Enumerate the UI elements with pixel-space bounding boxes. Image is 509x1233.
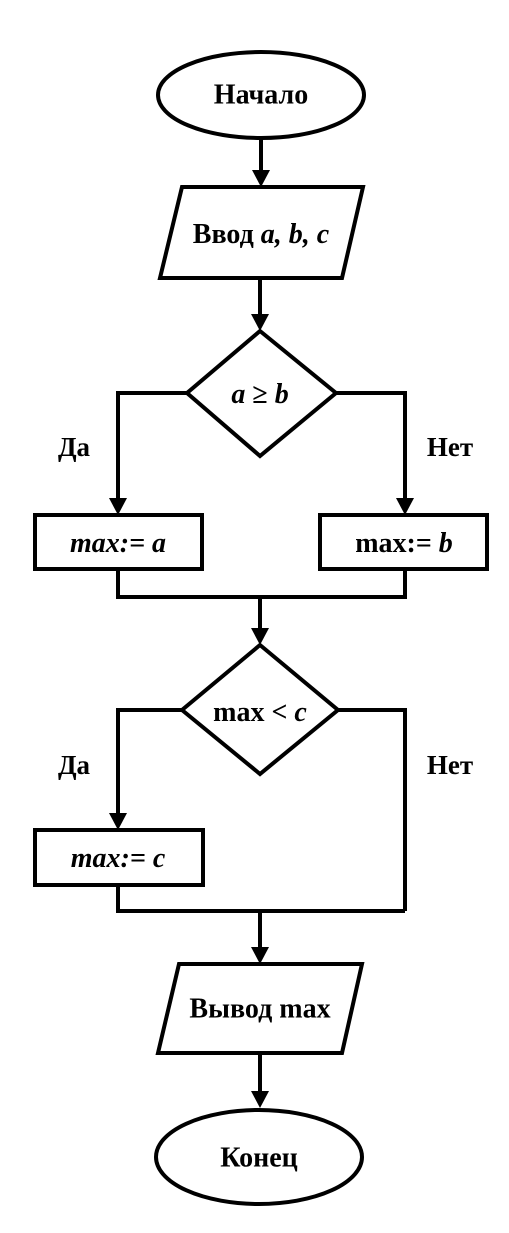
connector-cond1-yes [116,391,187,500]
connector-cond2-yes [116,708,182,815]
input-vars: a, b, c [261,219,330,250]
connector-merge2 [116,885,405,913]
assign-a-rhs: a [152,528,166,559]
assign-c-rhs: c [153,843,166,874]
output-text: Вывод max [189,994,330,1025]
decision-a-ge-b: a ≥ b [183,328,340,459]
assign-c-text: max:= c [71,843,166,874]
start-text: Начало [214,80,308,111]
end-terminal: Конец [154,1108,364,1206]
cond1-text: a ≥ b [231,379,288,410]
input-prefix: Ввод [193,219,261,250]
arrowhead [109,498,127,515]
connector-cond2-no [338,708,407,911]
assign-a-lhs: max:= [70,528,152,559]
input-parallelogram: Ввод a, b, c [157,185,366,280]
cond2-lhs: max < [213,697,294,728]
process-max-b: max:= b [318,513,489,571]
arrowhead [252,170,270,187]
output-parallelogram: Вывод max [155,962,365,1055]
connector-merge1 [116,569,407,599]
cond1-lhs: a [231,379,245,410]
cond1-yes-label: Да [58,432,91,462]
cond2-text: max < c [213,697,307,728]
decision-max-lt-c: max < c [178,642,342,777]
cond1-op: ≥ [245,379,274,410]
cond2-yes-label: Да [58,750,91,780]
arrowhead [251,947,269,964]
arrowhead [396,498,414,515]
cond2-no-label: Нет [427,750,473,780]
assign-a-text: max:= a [70,528,166,559]
process-max-a: max:= a [33,513,204,571]
cond1-no-label: Нет [427,432,473,462]
arrowhead [109,813,127,830]
process-max-c: max:= c [33,828,205,887]
assign-b-rhs: b [439,528,453,559]
cond2-rhs: c [294,697,307,728]
cond1-rhs: b [275,379,289,410]
connector-cond1-no [336,391,407,500]
assign-b-text: max:= b [355,528,453,559]
end-text: Конец [220,1143,298,1174]
assign-b-lhs: max:= [355,528,439,559]
connectors [109,138,414,1108]
assign-c-lhs: max:= [71,843,153,874]
start-terminal: Начало [156,50,366,140]
arrowhead [251,314,269,331]
arrowhead [251,628,269,645]
arrowhead [251,1091,269,1108]
input-text: Ввод a, b, c [193,219,330,250]
